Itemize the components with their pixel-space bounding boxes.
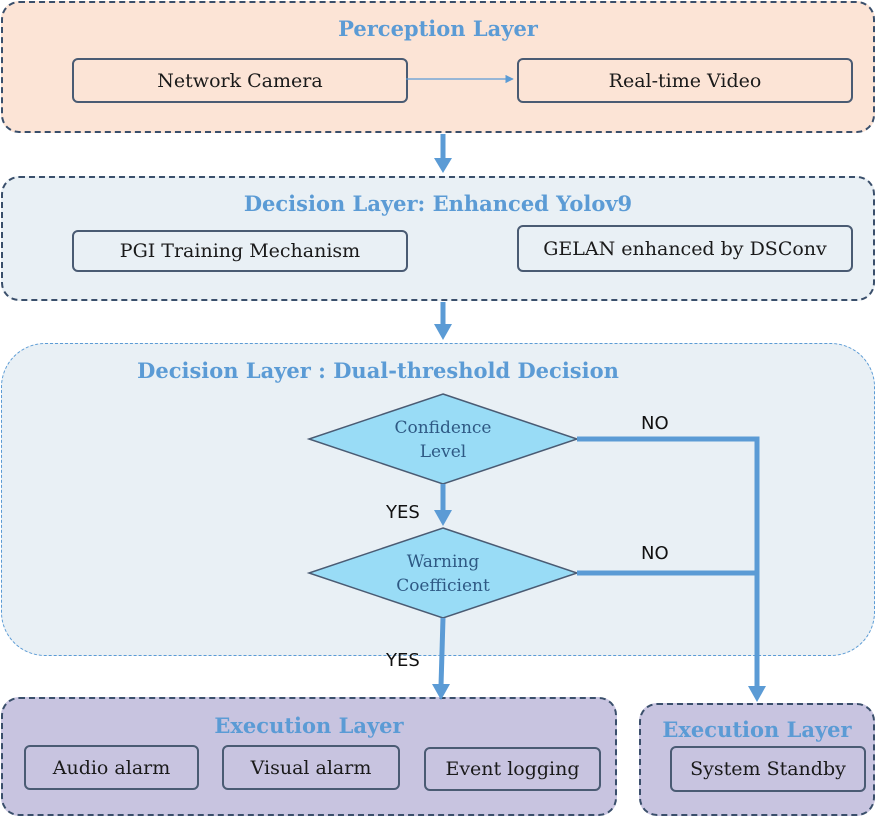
pgi-training-box: PGI Training Mechanism <box>72 230 408 272</box>
perception-layer-title: Perception Layer <box>338 16 538 41</box>
execution-layer-right-title: Execution Layer <box>662 717 852 742</box>
yes-label-confidence: YES <box>386 502 420 523</box>
network-camera-box: Network Camera <box>72 58 408 103</box>
gelan-dsconv-box: GELAN enhanced by DSConv <box>517 225 853 272</box>
warning-coefficient-label: Warning Coefficient <box>396 552 490 596</box>
no-branch-connector <box>577 436 766 702</box>
confidence-yes-arrow <box>434 484 452 526</box>
decision-threshold-layer-title: Decision Layer : Dual-threshold Decision <box>137 358 619 383</box>
confidence-level-label: Confidence Level <box>394 418 492 462</box>
yes-label-warning: YES <box>386 650 420 671</box>
event-logging-box: Event logging <box>424 747 601 791</box>
execution-layer-right: Execution Layer System Standby <box>639 703 875 816</box>
perception-layer: Perception Layer Network Camera Real-tim… <box>1 1 875 133</box>
warning-yes-arrow <box>432 617 450 700</box>
perception-to-decision-arrow <box>434 134 452 173</box>
decision-yolo-layer: Decision Layer: Enhanced Yolov9 PGI Trai… <box>1 176 875 301</box>
yolo-to-threshold-arrow <box>434 302 452 340</box>
system-standby-box: System Standby <box>670 746 866 792</box>
real-time-video-box: Real-time Video <box>517 58 853 103</box>
audio-alarm-box: Audio alarm <box>24 745 199 790</box>
execution-layer-left-title: Execution Layer <box>214 713 404 738</box>
no-label-warning: NO <box>641 543 669 564</box>
no-label-confidence: NO <box>641 413 669 434</box>
execution-layer-left: Execution Layer Audio alarm Visual alarm… <box>1 697 617 816</box>
visual-alarm-box: Visual alarm <box>222 745 400 790</box>
decision-yolo-layer-title: Decision Layer: Enhanced Yolov9 <box>243 191 633 216</box>
